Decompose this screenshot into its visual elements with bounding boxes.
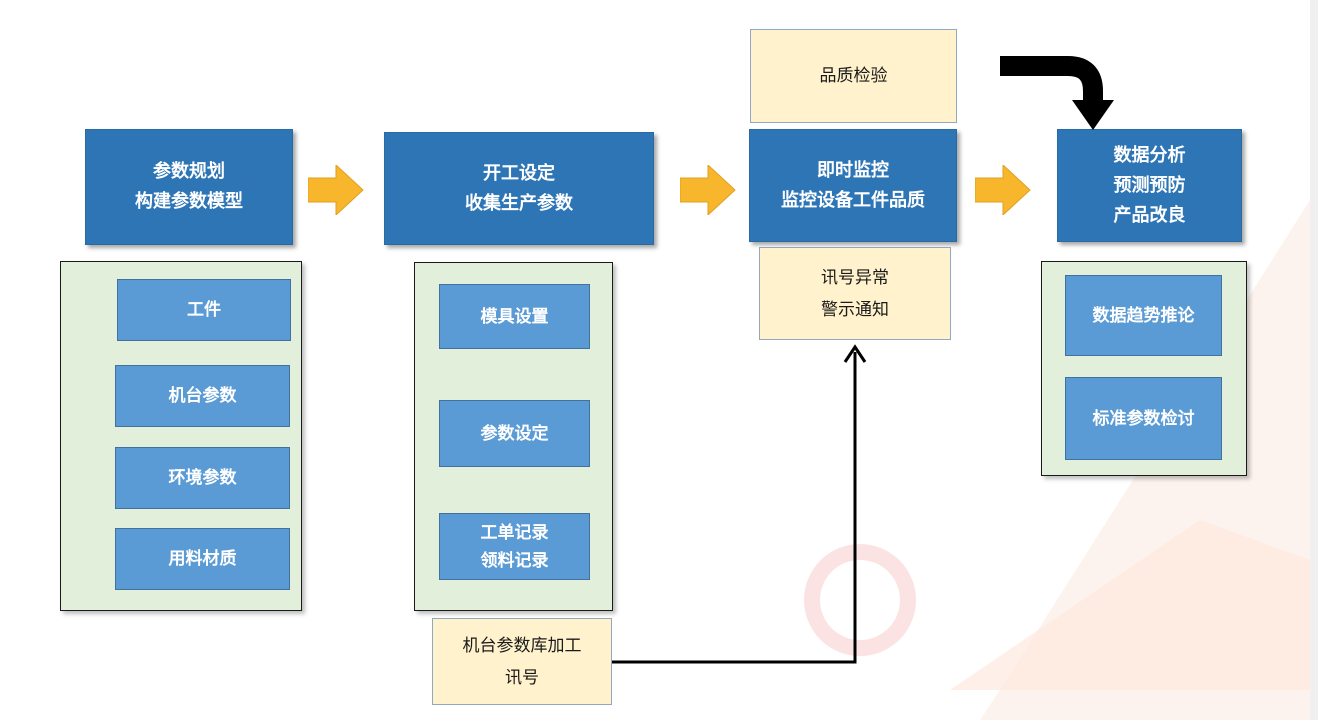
flow-arrow-2 [680,165,736,215]
item-workpiece: 工件 [117,279,291,341]
step-header-parameter-planning: 参数规划构建参数模型 [85,129,293,245]
item-material: 用料材质 [115,528,290,590]
item-data-trend-inference: 数据趋势推论 [1065,275,1222,356]
flow-arrow-3 [975,165,1031,215]
item-environment-parameters: 环境参数 [115,447,290,509]
scrollbar-track[interactable] [1310,0,1318,720]
connector-machine-to-alert [612,344,867,664]
item-work-order-records: 工单记录领料记录 [439,513,590,580]
note-quality-check: 品质检验 [750,29,957,123]
item-parameter-settings: 参数设定 [439,400,590,467]
step-header-data-analysis: 数据分析预测预防产品改良 [1057,129,1242,242]
bent-arrow-quality-to-analysis [1000,56,1114,130]
item-mold-settings: 模具设置 [439,284,590,349]
item-machine-parameters: 机台参数 [115,365,290,427]
step-header-realtime-monitoring: 即时监控监控设备工件品质 [749,129,957,242]
flow-arrow-1 [308,165,364,215]
step-header-production-setup: 开工设定收集生产参数 [384,132,654,245]
note-machine-parameter-library: 机台参数库加工讯号 [432,618,612,705]
item-standard-parameter-review: 标准参数检讨 [1065,377,1222,460]
note-signal-alert: 讯号异常警示通知 [759,247,951,340]
